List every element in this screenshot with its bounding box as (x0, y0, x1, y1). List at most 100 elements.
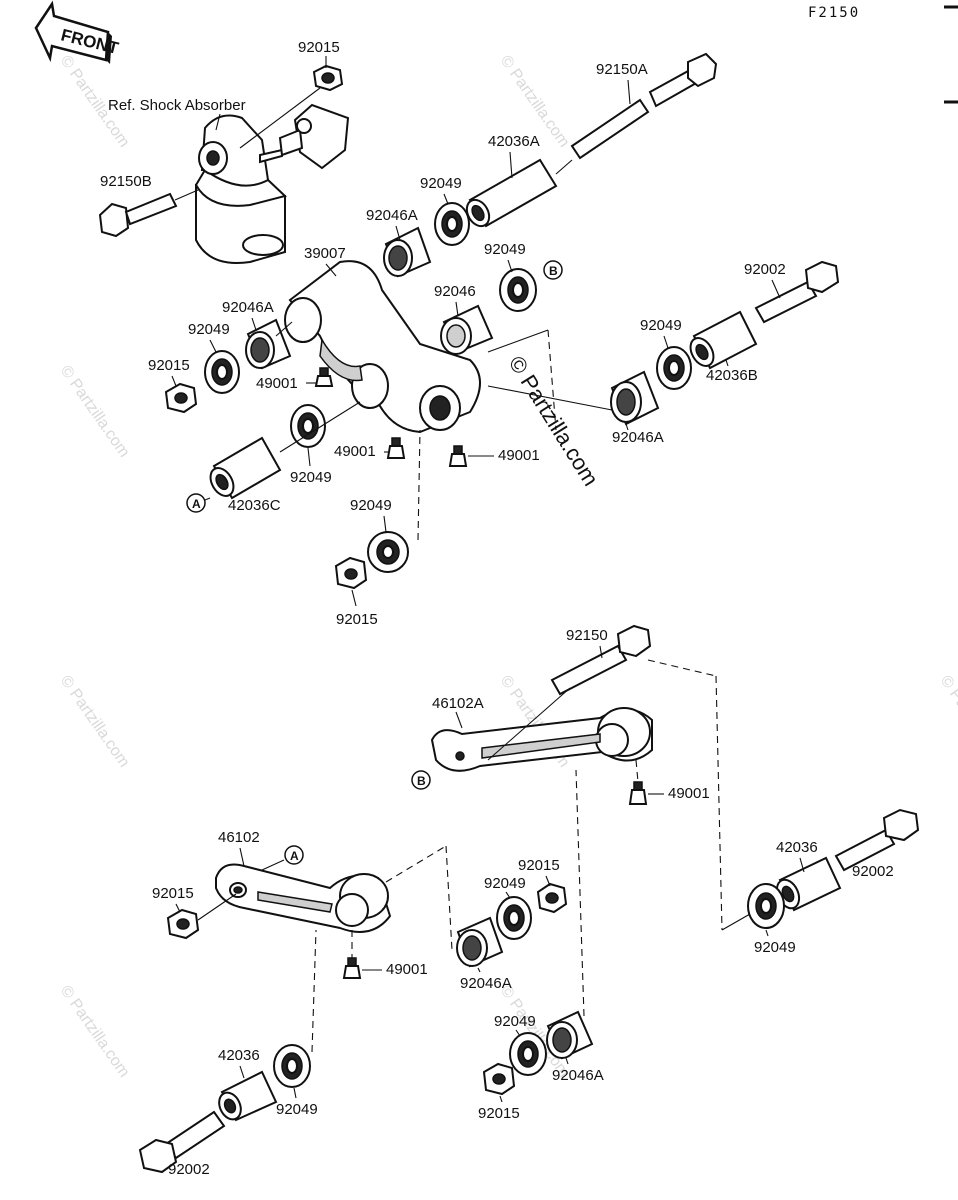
nut-92015-top (312, 64, 344, 92)
leader-line (261, 859, 285, 871)
leader-line (325, 263, 337, 277)
drawing-code: F2150 (808, 5, 860, 21)
front-arrow-icon: FRONT (34, 0, 121, 64)
watermark-main: © Partzilla.com (504, 351, 604, 490)
nut-92015 (482, 1062, 516, 1096)
guide-line (647, 659, 717, 677)
grease-fitting-49001 (314, 367, 334, 387)
bearing-92046a (610, 370, 660, 426)
nut-92015 (166, 908, 200, 940)
leader-line (383, 515, 387, 533)
bearing-92046a (546, 1010, 594, 1060)
label-part-number: 92046A (366, 207, 418, 224)
leader-line (455, 711, 463, 729)
leader-line (555, 159, 573, 175)
label-part-number: 92049 (484, 241, 526, 258)
label-part-number: 92049 (290, 469, 332, 486)
seal-92049 (499, 268, 537, 312)
leader-line (175, 903, 181, 913)
leader-line (293, 1087, 297, 1099)
bolt-92002 (834, 808, 920, 872)
bolt-92150 (550, 624, 652, 696)
leader-line (279, 401, 361, 453)
grease-fitting-49001 (342, 957, 362, 979)
collar-42036a (465, 158, 558, 228)
marker-a-icon (284, 845, 304, 865)
label-part-number: 92015 (478, 1105, 520, 1122)
seal-92049 (747, 883, 785, 929)
guide-line (311, 929, 317, 1053)
leader-line (215, 113, 221, 131)
leader-line (487, 687, 571, 761)
leader-line (307, 447, 311, 467)
label-part-number: 42036A (488, 133, 540, 150)
seal-92049 (367, 531, 409, 573)
leader-line (209, 339, 217, 353)
tie-rod-46102 (215, 863, 392, 933)
label-part-number: 92049 (640, 317, 682, 334)
nut-92015 (334, 556, 368, 590)
label-part-number: 92150A (596, 61, 648, 78)
label-part-number: 92046 (434, 283, 476, 300)
marker-a-label: A (192, 497, 201, 511)
label-part-number: 92015 (336, 611, 378, 628)
seal-92049 (496, 896, 532, 940)
bearing-92046a (456, 916, 504, 968)
leader-line (171, 375, 177, 387)
leader-line (799, 857, 805, 873)
label-part-number: 49001 (256, 375, 298, 392)
label-part-number: 42036B (706, 367, 758, 384)
label-part-number: 92049 (350, 497, 392, 514)
leader-line (721, 913, 751, 931)
bolt-92150a (570, 52, 718, 160)
leader-line (239, 1065, 245, 1079)
leader-line (771, 279, 781, 299)
leader-line (499, 1095, 503, 1103)
label-part-number: 92049 (276, 1101, 318, 1118)
leader-line (515, 1029, 521, 1037)
leader-line (487, 329, 549, 353)
watermark-tile: © Partzilla.com (57, 983, 133, 1081)
leader-line (565, 1057, 569, 1065)
label-part-number: 49001 (334, 443, 376, 460)
label-part-number: 92049 (420, 175, 462, 192)
label-part-number: 92049 (188, 321, 230, 338)
watermark-tile: © Partzilla.com (937, 673, 958, 771)
guide-line (417, 429, 421, 541)
label-part-number: 46102A (432, 695, 484, 712)
label-part-number: 92049 (484, 875, 526, 892)
seal-92049 (509, 1032, 547, 1076)
leader-line (239, 87, 321, 149)
grease-fitting-49001 (448, 445, 468, 467)
bolt-92002 (754, 260, 840, 324)
label-part-number: 92046A (552, 1067, 604, 1084)
marker-b-icon (411, 770, 431, 790)
label-part-number: 92046A (612, 429, 664, 446)
label-part-number: 92049 (494, 1013, 536, 1030)
label-part-number: 92015 (148, 357, 190, 374)
bolt-92150b (98, 192, 178, 238)
guide-line (575, 769, 585, 1017)
seal-92049 (273, 1044, 311, 1088)
label-part-number: 92150B (100, 173, 152, 190)
nut-92015 (164, 382, 198, 414)
watermark-tile: © Partzilla.com (57, 673, 133, 771)
leader-line (505, 891, 511, 899)
leader-line (174, 189, 199, 201)
seal-92049 (434, 202, 470, 246)
leader-line (545, 875, 551, 887)
leader-line (487, 385, 613, 411)
leader-line (507, 259, 513, 273)
grease-fitting-49001 (386, 437, 406, 459)
leader-line (625, 423, 629, 431)
rocker-link-39007 (284, 260, 481, 434)
leader-line (275, 321, 293, 337)
seal-92049 (204, 350, 240, 394)
label-ref-shock-absorber: Ref. Shock Absorber (108, 97, 246, 114)
leader-line (509, 151, 513, 179)
leader-line (765, 929, 769, 937)
label-part-number: 92002 (744, 261, 786, 278)
watermark-tile: © Partzilla.com (57, 363, 133, 461)
